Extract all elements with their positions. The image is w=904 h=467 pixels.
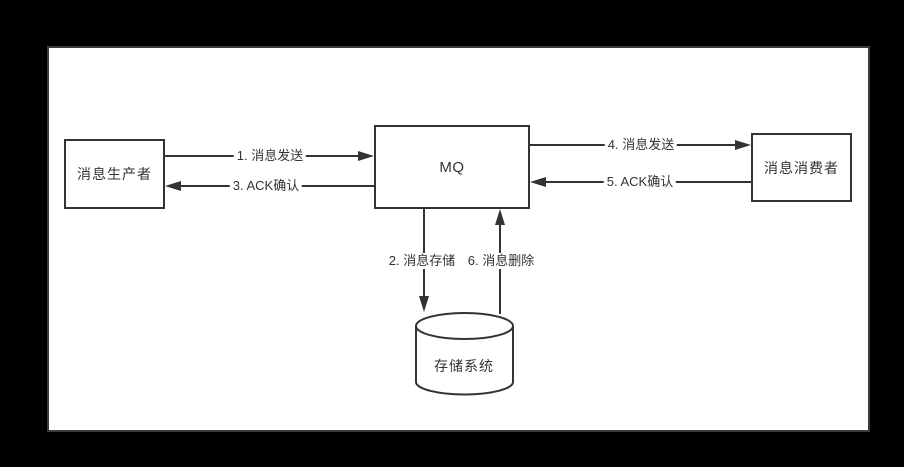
arrowhead-up-icon bbox=[495, 209, 505, 225]
edge-label-4-send: 4. 消息发送 bbox=[604, 137, 678, 153]
node-storage-cylinder bbox=[415, 312, 514, 396]
node-mq: MQ bbox=[374, 125, 530, 209]
arrowhead-left-icon bbox=[530, 177, 546, 187]
arrowhead-down-icon bbox=[419, 296, 429, 312]
node-producer: 消息生产者 bbox=[64, 139, 165, 209]
arrowhead-right-icon bbox=[735, 140, 751, 150]
arrowhead-right-icon bbox=[358, 151, 374, 161]
edges-layer bbox=[165, 140, 751, 396]
node-mq-label: MQ bbox=[439, 158, 465, 176]
arrowhead-left-icon bbox=[165, 181, 181, 191]
edge-storage-to-mq bbox=[495, 209, 505, 314]
diagram-canvas: 消息生产者 MQ 消息消费者 存储系统 1. 消息发送 2. 消息存储 3. A… bbox=[47, 46, 870, 432]
edge-label-2-store: 2. 消息存储 bbox=[385, 253, 459, 269]
node-consumer-label: 消息消费者 bbox=[764, 159, 839, 176]
node-producer-label: 消息生产者 bbox=[77, 166, 152, 182]
edge-label-6-delete: 6. 消息删除 bbox=[464, 253, 538, 269]
edge-label-5-ack: 5. ACK确认 bbox=[603, 174, 677, 190]
edge-label-1-send: 1. 消息发送 bbox=[233, 148, 307, 164]
edge-label-3-ack: 3. ACK确认 bbox=[229, 178, 303, 194]
node-consumer: 消息消费者 bbox=[751, 133, 852, 202]
node-storage-label: 存储系统 bbox=[434, 358, 494, 374]
